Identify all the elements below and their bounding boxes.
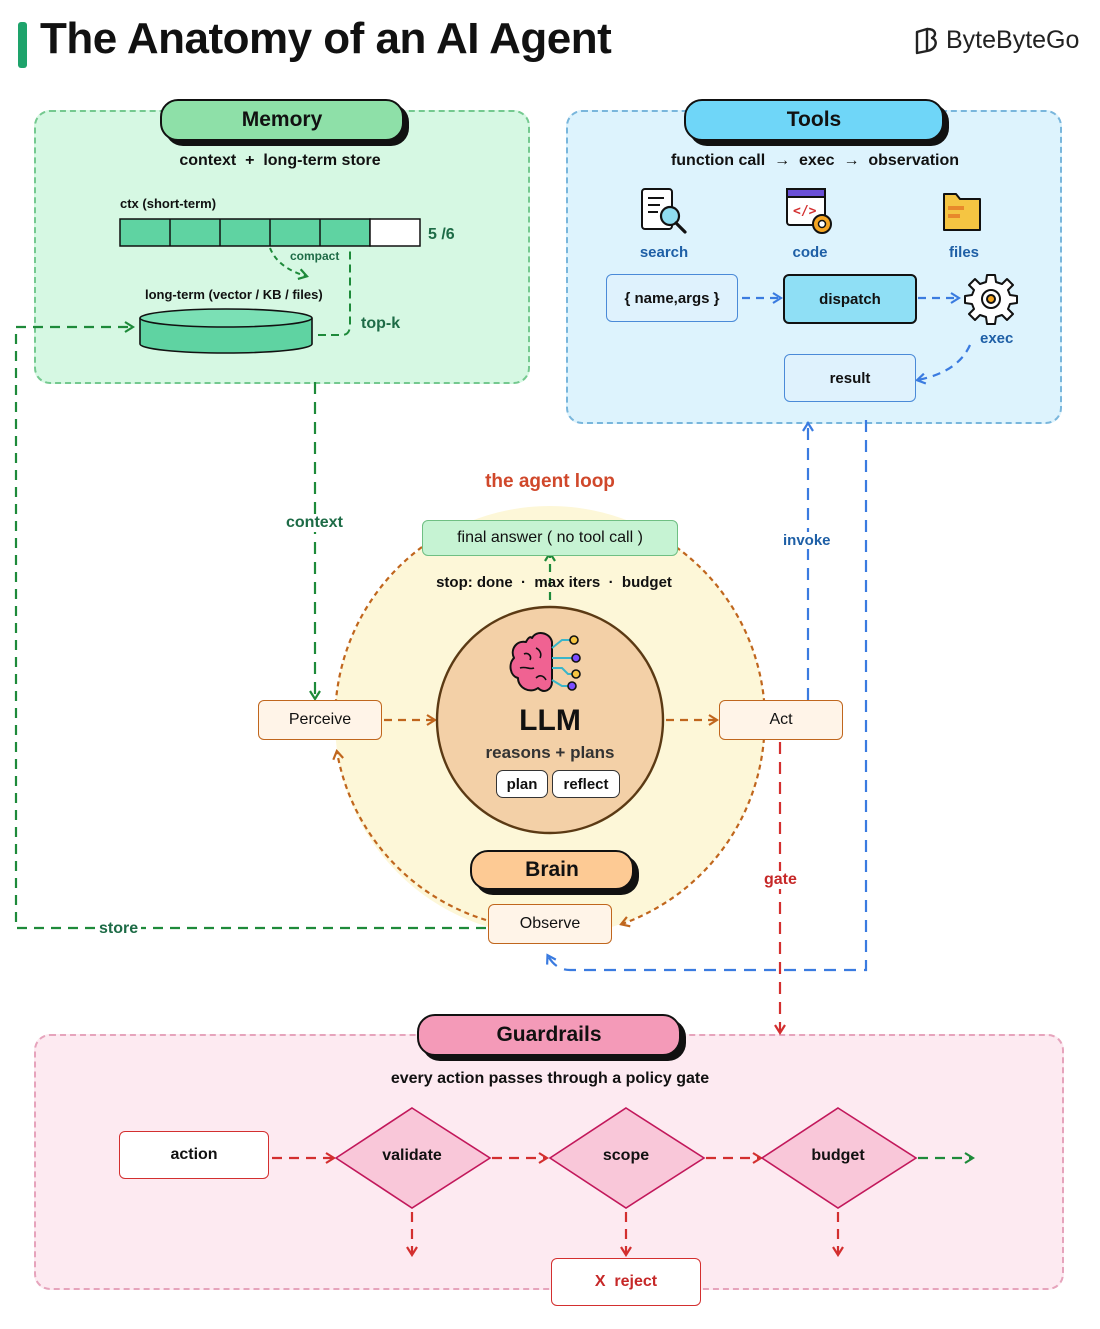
ctx-bar <box>119 218 421 247</box>
validate-label: validate <box>382 1147 442 1164</box>
tool-search-label: search <box>639 244 689 261</box>
budget-diamond <box>760 1107 918 1209</box>
memory-title-pill: Memory <box>160 99 404 141</box>
memory-title: Memory <box>241 108 323 131</box>
folder-icon <box>943 193 981 231</box>
guardrails-title-pill: Guardrails <box>417 1014 681 1056</box>
loop-arc-top-left <box>334 546 423 701</box>
brain-icon <box>509 632 581 692</box>
final-answer-box: final answer ( no tool call ) <box>422 520 678 556</box>
search-document-icon <box>641 188 687 234</box>
topk-label: top-k <box>361 315 401 332</box>
memory-subtitle: context + long-term store <box>179 152 381 169</box>
long-term-store-cylinder <box>139 308 313 354</box>
llm-label: LLM <box>519 704 581 737</box>
tools-title-pill: Tools <box>684 99 944 141</box>
exec-label: exec <box>980 330 1014 347</box>
context-edge-label: context <box>284 514 345 532</box>
tools-subtitle: function call → exec → observation <box>670 152 960 169</box>
dispatch-box: dispatch <box>783 274 917 324</box>
llm-subtitle: reasons + plans <box>485 743 615 762</box>
svg-text:</>: </> <box>793 204 817 219</box>
validate-diamond <box>334 1107 492 1209</box>
bytebytego-logo-icon <box>915 27 937 54</box>
title-accent-bar <box>18 22 27 68</box>
action-box: action <box>119 1131 269 1179</box>
reject-box: X reject <box>551 1258 701 1306</box>
loop-arc-observe-perceive <box>337 752 487 922</box>
page-title: The Anatomy of an AI Agent <box>40 14 612 63</box>
brand-logo: ByteByteGo <box>914 26 1079 55</box>
ctx-fill-count: 5 /6 <box>428 226 455 243</box>
gear-icon <box>964 274 1018 325</box>
brain-title-pill: Brain <box>470 850 634 890</box>
stop-conditions: stop: done · max iters · budget <box>436 574 672 591</box>
function-call-args-box: { name,args } <box>606 274 738 322</box>
code-window-icon: </> <box>786 188 832 234</box>
guardrails-subtitle: every action passes through a policy gat… <box>390 1070 710 1087</box>
tool-files-label: files <box>948 244 979 261</box>
loop-arc-top-right <box>675 546 766 701</box>
observe-node: Observe <box>488 904 612 944</box>
gate-edge-label: gate <box>762 871 799 889</box>
longterm-label: long-term (vector / KB / files) <box>145 287 323 302</box>
invoke-edge-label: invoke <box>781 532 833 549</box>
brain-title: Brain <box>525 858 579 881</box>
plan-chip: plan <box>496 770 548 798</box>
act-node: Act <box>719 700 843 740</box>
scope-diamond <box>548 1107 706 1209</box>
budget-label: budget <box>811 1147 865 1164</box>
scope-label: scope <box>602 1147 650 1164</box>
store-edge-label: store <box>96 920 142 938</box>
perceive-node: Perceive <box>258 700 382 740</box>
result-box: result <box>784 354 916 402</box>
ctx-label: ctx (short-term) <box>120 196 217 211</box>
tool-code-label: code <box>792 244 828 261</box>
tools-title: Tools <box>786 108 842 131</box>
brand-name: ByteByteGo <box>946 26 1080 54</box>
agent-loop-title: the agent loop <box>485 471 615 492</box>
compact-label: compact <box>290 249 340 263</box>
reflect-chip: reflect <box>552 770 620 798</box>
guardrails-title: Guardrails <box>496 1023 602 1046</box>
